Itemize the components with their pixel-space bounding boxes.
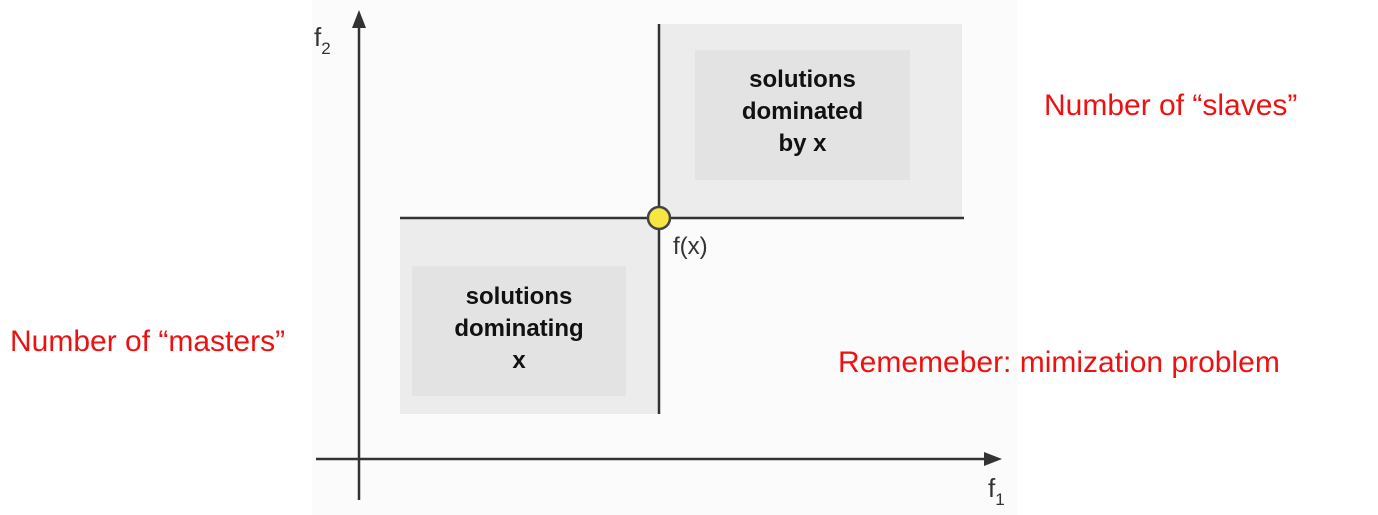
x-axis-arrow-icon: [984, 452, 1002, 466]
fx-label: f(x): [673, 233, 708, 260]
slaves-annotation: Number of “slaves”: [1044, 89, 1298, 122]
masters-annotation: Number of “masters”: [10, 325, 286, 358]
x-axis-label-subscript: 1: [995, 490, 1004, 509]
dominating-label-line-3: x: [512, 347, 526, 374]
dominating-label-box: [412, 266, 626, 396]
dominated-region-label: solutions dominated by x: [695, 64, 910, 160]
y-axis-label-base: f: [314, 22, 322, 52]
fx-point: [646, 205, 672, 231]
dominated-label-line-1: solutions: [749, 66, 856, 93]
dominating-label-line-1: solutions: [465, 283, 573, 310]
x-axis-label-base: f: [988, 473, 996, 503]
y-axis-label-subscript: 2: [321, 39, 330, 58]
y-axis-arrow-icon: [352, 10, 366, 28]
x-axis-label: f1: [988, 473, 1005, 509]
dominated-label-box: [695, 50, 910, 180]
dominating-region-label: solutions dominating x: [412, 281, 626, 377]
remember-annotation: Rememeber: mimization problem: [838, 346, 1280, 379]
dominated-label-line-2: dominated: [741, 98, 864, 125]
dominated-label-line-3: by x: [778, 130, 827, 157]
dominating-label-line-2: dominating: [454, 315, 584, 342]
y-axis-label: f2: [314, 22, 331, 58]
